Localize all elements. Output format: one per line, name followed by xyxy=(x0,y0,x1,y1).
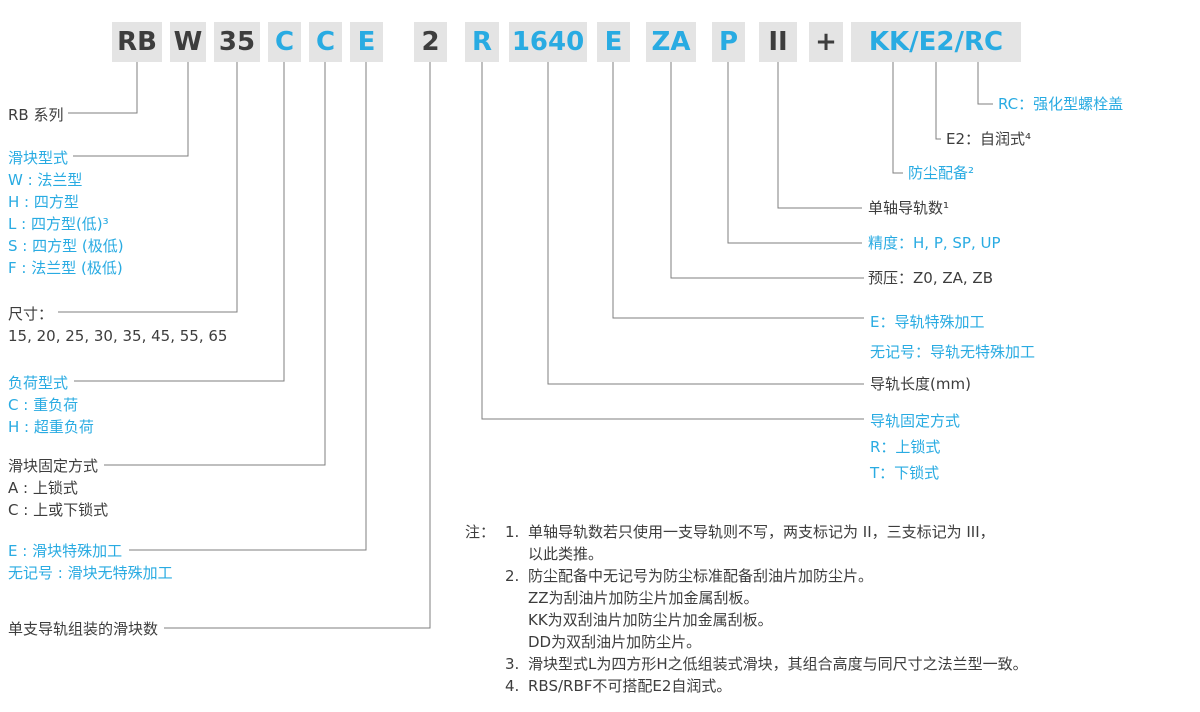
leader-line-rails-per-axis xyxy=(777,62,862,209)
code-segment-size: 35 xyxy=(214,22,260,62)
label-block-mounting-title: 滑块固定方式 xyxy=(8,457,99,475)
label-load-type-option: H : 超重负荷 xyxy=(8,418,94,436)
label-load-type-title: 负荷型式 xyxy=(8,374,69,392)
note-item-1: 1. 单轴导轨数若只使用一支导轨则不写，两支标记为 II，三支标记为 III， … xyxy=(505,521,1028,565)
note-line: 以此类推。 xyxy=(528,545,604,563)
label-block-machining: E : 滑块特殊加工 无记号 : 滑块无特殊加工 xyxy=(8,540,173,584)
note-line: ZZ为刮油片加防尘片加金属刮板。 xyxy=(528,589,759,607)
code-segment-preload: ZA xyxy=(646,22,696,62)
label-rail-length: 导轨长度(mm) xyxy=(870,375,971,393)
leader-line-series xyxy=(68,62,138,114)
code-segment-series: RB xyxy=(112,22,162,62)
notes-prefix: 注： xyxy=(465,523,496,541)
label-load-type: 负荷型式 C : 重负荷 H : 超重负荷 xyxy=(8,372,94,438)
note-line: KK为双刮油片加防尘片加金属刮板。 xyxy=(528,611,773,629)
code-segment-load-type: C xyxy=(268,22,301,62)
code-segment-rail-machining: E xyxy=(597,22,630,62)
note-body: 滑块型式L为四方形H之低组装式滑块，其组合高度与同尺寸之法兰型一致。 xyxy=(528,653,1028,675)
leader-line-preload xyxy=(670,62,864,279)
label-self-lubrication: E2：自润式⁴ xyxy=(946,130,1032,148)
label-block-machining-line: E : 滑块特殊加工 xyxy=(8,542,123,560)
leader-line-slider-type xyxy=(73,62,189,157)
note-line: 单轴导轨数若只使用一支导轨则不写，两支标记为 II，三支标记为 III， xyxy=(528,523,995,541)
note-line: DD为双刮油片加防尘片。 xyxy=(528,633,702,651)
leader-line-rail-mounting xyxy=(481,62,864,420)
leader-line-bolt-cap xyxy=(977,62,993,105)
label-slider-type-option: S : 四方型 (极低) xyxy=(8,237,124,255)
label-size: 尺寸： 15, 20, 25, 30, 35, 45, 55, 65 xyxy=(8,303,227,347)
label-rails-per-axis: 单轴导轨数¹ xyxy=(868,199,950,217)
code-segment-rail-count: II xyxy=(759,22,797,62)
note-item-3: 3. 滑块型式L为四方形H之低组装式滑块，其组合高度与同尺寸之法兰型一致。 xyxy=(505,653,1028,675)
label-block-mounting-option: C : 上或下锁式 xyxy=(8,501,109,519)
note-line: 防尘配备中无记号为防尘标准配备刮油片加防尘片。 xyxy=(528,567,874,585)
label-rail-machining: E：导轨特殊加工 无记号：导轨无特殊加工 xyxy=(870,307,1035,367)
leader-line-precision xyxy=(727,62,862,244)
label-slider-type: 滑块型式 W : 法兰型 H : 四方型 L : 四方型(低)³ S : 四方型… xyxy=(8,147,124,279)
note-number: 2. xyxy=(505,567,520,585)
label-rail-mounting-option: T：下锁式 xyxy=(870,464,940,482)
label-preload: 预压：Z0, ZA, ZB xyxy=(868,269,993,287)
note-line: 滑块型式L为四方形H之低组装式滑块，其组合高度与同尺寸之法兰型一致。 xyxy=(528,655,1028,673)
label-rail-mounting: 导轨固定方式 R：上锁式 T：下锁式 xyxy=(870,408,960,486)
label-bolt-cap: RC：强化型螺栓盖 xyxy=(998,95,1124,113)
note-number: 4. xyxy=(505,677,520,695)
label-rail-mounting-title: 导轨固定方式 xyxy=(870,412,961,430)
note-number: 3. xyxy=(505,655,520,673)
label-slider-type-option: L : 四方型(低)³ xyxy=(8,215,109,233)
label-size-title: 尺寸： xyxy=(8,305,54,323)
note-number: 1. xyxy=(505,523,520,541)
code-segment-block-type: W xyxy=(170,22,206,62)
label-slider-type-title: 滑块型式 xyxy=(8,149,69,167)
label-size-values: 15, 20, 25, 30, 35, 45, 55, 65 xyxy=(8,327,228,345)
code-segment-block-count: 2 xyxy=(414,22,447,62)
label-block-mounting: 滑块固定方式 A : 上锁式 C : 上或下锁式 xyxy=(8,455,108,521)
note-item-4: 4. RBS/RBF不可搭配E2自润式。 xyxy=(505,675,1028,697)
label-slider-type-option: F : 法兰型 (极低) xyxy=(8,259,123,277)
code-segment-block-machining: E xyxy=(350,22,383,62)
code-segment-plus: + xyxy=(809,22,843,62)
label-rail-mounting-option: R：上锁式 xyxy=(870,438,941,456)
label-load-type-option: C : 重负荷 xyxy=(8,396,79,414)
notes-items: 1. 单轴导轨数若只使用一支导轨则不写，两支标记为 II，三支标记为 III， … xyxy=(505,521,1028,697)
label-slider-type-option: W : 法兰型 xyxy=(8,171,83,189)
label-precision: 精度：H, P, SP, UP xyxy=(868,234,1001,252)
label-blocks-per-rail: 单支导轨组装的滑块数 xyxy=(8,620,159,638)
label-block-machining-line: 无记号 : 滑块无特殊加工 xyxy=(8,564,173,582)
label-dust-protection: 防尘配备² xyxy=(908,164,975,182)
label-rail-machining-line: E：导轨特殊加工 xyxy=(870,313,985,331)
code-segment-options: KK/E2/RC xyxy=(851,22,1021,62)
label-slider-type-option: H : 四方型 xyxy=(8,193,79,211)
leader-line-rail-machining xyxy=(612,62,864,319)
code-segment-rail-length: 1640 xyxy=(509,22,587,62)
label-series: RB 系列 xyxy=(8,106,64,124)
leader-line-self-lubrication xyxy=(935,62,941,140)
label-block-mounting-option: A : 上锁式 xyxy=(8,479,78,497)
leader-line-dust-protection xyxy=(892,62,903,174)
leader-line-block-mounting xyxy=(104,62,326,466)
label-rail-machining-line: 无记号：导轨无特殊加工 xyxy=(870,343,1036,361)
note-line: RBS/RBF不可搭配E2自润式。 xyxy=(528,677,732,695)
note-body: RBS/RBF不可搭配E2自润式。 xyxy=(528,675,731,697)
code-segment-block-mounting: C xyxy=(309,22,342,62)
leader-line-rail-length xyxy=(547,62,864,385)
note-item-2: 2. 防尘配备中无记号为防尘标准配备刮油片加防尘片。 ZZ为刮油片加防尘片加金属… xyxy=(505,565,1028,653)
notes: 注： 1. 单轴导轨数若只使用一支导轨则不写，两支标记为 II，三支标记为 II… xyxy=(465,521,1028,697)
note-body: 单轴导轨数若只使用一支导轨则不写，两支标记为 II，三支标记为 III， 以此类… xyxy=(528,521,995,565)
code-segment-rail-mounting: R xyxy=(465,22,499,62)
note-body: 防尘配备中无记号为防尘标准配备刮油片加防尘片。 ZZ为刮油片加防尘片加金属刮板。… xyxy=(528,565,873,653)
code-segment-precision: P xyxy=(712,22,745,62)
